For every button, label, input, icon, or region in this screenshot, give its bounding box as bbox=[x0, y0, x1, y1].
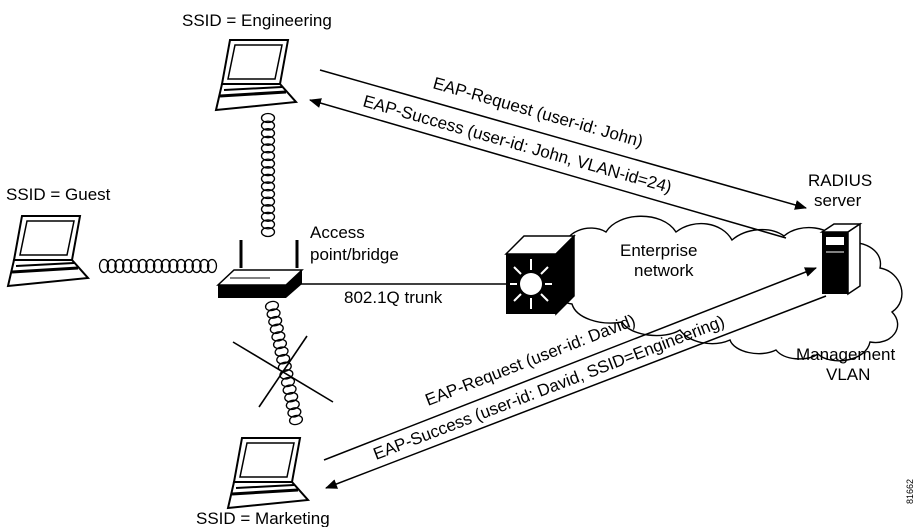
access-point-icon bbox=[216, 240, 304, 298]
laptop-engineering-icon bbox=[214, 38, 298, 112]
chain-link bbox=[106, 258, 117, 274]
chain-link bbox=[274, 346, 289, 357]
label-cloud-1: Enterprise bbox=[620, 241, 697, 260]
chain-link bbox=[260, 150, 276, 162]
chain-link bbox=[260, 211, 276, 222]
chain-link bbox=[282, 384, 297, 395]
chain-link bbox=[264, 300, 280, 312]
laptop-marketing-icon bbox=[226, 436, 310, 510]
label-mkt-success: EAP-Success (user-id: David, SSID=Engine… bbox=[371, 312, 728, 464]
chain-link bbox=[152, 258, 164, 274]
label-mgmt-2: VLAN bbox=[826, 365, 870, 384]
chain-link bbox=[268, 315, 283, 327]
chain-link bbox=[175, 258, 187, 274]
chain-link bbox=[269, 323, 284, 335]
switch-icon bbox=[504, 234, 576, 316]
chain-link bbox=[121, 258, 133, 274]
chain-link bbox=[285, 399, 300, 411]
chain-link bbox=[145, 258, 156, 274]
chain-link bbox=[260, 158, 276, 169]
chain-link bbox=[199, 258, 210, 274]
label-radius-2: server bbox=[814, 191, 862, 210]
chain-link bbox=[260, 196, 276, 207]
chain-link bbox=[276, 353, 291, 365]
chain-link bbox=[260, 204, 276, 215]
chain-link bbox=[260, 166, 276, 177]
label-radius-1: RADIUS bbox=[808, 171, 872, 190]
chain-link bbox=[260, 226, 276, 238]
wireless-link-engineering bbox=[260, 112, 276, 238]
wireless-link-guest bbox=[98, 258, 218, 274]
chain-link bbox=[280, 376, 296, 388]
chain-link bbox=[288, 414, 304, 426]
arrow-mkt-success bbox=[325, 295, 827, 489]
enterprise-cloud bbox=[553, 215, 903, 362]
label-trunk: 802.1Q trunk bbox=[344, 288, 443, 307]
laptop-guest-icon bbox=[6, 214, 90, 288]
chain-link bbox=[114, 258, 125, 274]
chain-link bbox=[260, 143, 276, 154]
label-cloud-2: network bbox=[634, 261, 694, 280]
arrow-mkt-request bbox=[323, 267, 817, 461]
figure-id: 81662 bbox=[905, 479, 915, 504]
chain-link bbox=[206, 258, 218, 274]
chain-link bbox=[260, 188, 276, 200]
label-ssid-marketing: SSID = Marketing bbox=[196, 509, 330, 527]
wireless-link-marketing bbox=[264, 300, 304, 426]
chain-link bbox=[183, 258, 195, 274]
chain-link bbox=[129, 258, 141, 274]
chain-link bbox=[260, 120, 276, 131]
chain-link bbox=[260, 181, 276, 192]
chain-link bbox=[191, 258, 202, 274]
chain-link bbox=[277, 361, 292, 373]
arrow-eng-request bbox=[319, 69, 807, 210]
chain-link bbox=[98, 258, 110, 274]
radius-server-icon bbox=[819, 222, 863, 296]
chain-link bbox=[260, 219, 276, 230]
chain-link bbox=[160, 258, 171, 274]
arrow-eng-success bbox=[309, 98, 787, 239]
chain-link bbox=[272, 338, 288, 350]
chain-link bbox=[260, 135, 276, 146]
chain-link bbox=[137, 258, 148, 274]
label-ssid-engineering: SSID = Engineering bbox=[182, 11, 332, 30]
label-access-point-2: point/bridge bbox=[310, 245, 399, 264]
chain-link bbox=[260, 128, 276, 139]
label-mgmt-1: Management bbox=[796, 345, 896, 364]
chain-link bbox=[260, 173, 276, 184]
blocked-link-mark bbox=[232, 335, 334, 408]
label-access-point-1: Access bbox=[310, 223, 365, 242]
chain-link bbox=[260, 112, 276, 124]
chain-link bbox=[266, 308, 281, 319]
chain-link bbox=[271, 331, 286, 342]
chain-link bbox=[287, 407, 302, 418]
label-ssid-guest: SSID = Guest bbox=[6, 185, 111, 204]
chain-link bbox=[284, 391, 299, 403]
chain-link bbox=[168, 258, 179, 274]
